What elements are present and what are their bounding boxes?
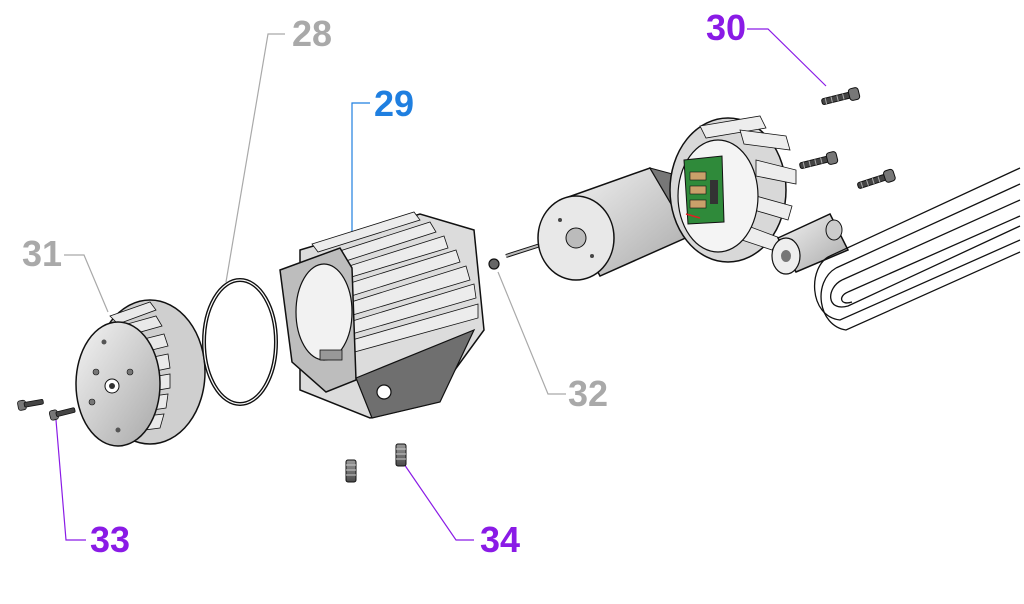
leader-28 (225, 33, 285, 283)
set-screw-34b (395, 443, 407, 467)
callout-33: 33 (90, 519, 131, 560)
coupling-block (771, 213, 850, 275)
callout-32: 32 (568, 373, 609, 414)
leader-29 (351, 102, 370, 232)
callout-28: 28 (292, 13, 333, 54)
heating-element (813, 167, 1021, 331)
leader-34 (403, 463, 474, 541)
screw-33b (48, 407, 76, 421)
screw-33a (17, 399, 44, 411)
rear-housing (669, 115, 797, 263)
housing-29 (279, 211, 485, 419)
leader-33 (55, 419, 86, 541)
callout-30: 30 (706, 7, 747, 48)
callout-31: 31 (22, 233, 63, 274)
screw-30c (855, 168, 897, 193)
callout-29: 29 (374, 83, 415, 124)
screw-30a (820, 86, 861, 109)
motor (505, 167, 701, 281)
leader-lines (55, 28, 827, 541)
leader-30 (747, 28, 827, 87)
screw-30b (798, 150, 839, 173)
end-cap-31 (75, 299, 206, 447)
washer-32 (488, 258, 500, 270)
set-screw-34a (345, 459, 357, 483)
callout-34: 34 (480, 519, 521, 560)
leader-31 (64, 254, 109, 313)
leader-32 (497, 271, 566, 395)
